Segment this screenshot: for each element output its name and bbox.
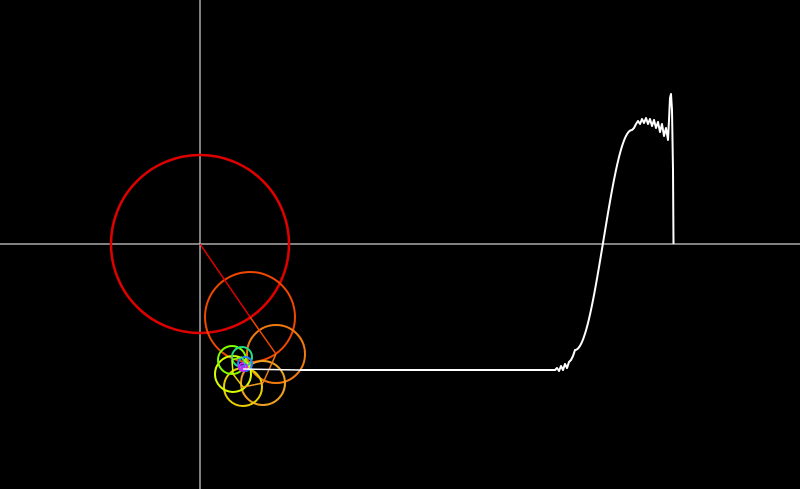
epicycle-circle (238, 362, 248, 372)
epicycle-circle (109, 153, 291, 335)
epicycle-arm (231, 359, 234, 375)
epicycle-circle (217, 345, 247, 375)
epicycle-arm (242, 363, 246, 368)
waveform-trace (300, 93, 675, 372)
epicycle-arm (241, 356, 246, 365)
epicycle-arms (199, 243, 277, 388)
epicycle-arm (249, 316, 277, 355)
epicycle-arm (242, 382, 264, 388)
epicycle-circle (240, 360, 286, 406)
epicycle-arm (232, 373, 244, 388)
epicycle-arm (231, 356, 243, 361)
epicycle-circle (246, 324, 306, 384)
epicycle-arm (262, 353, 277, 384)
connector-line (242, 368, 301, 371)
epicycle-arm (199, 243, 251, 318)
epicycle-circles (109, 153, 306, 407)
